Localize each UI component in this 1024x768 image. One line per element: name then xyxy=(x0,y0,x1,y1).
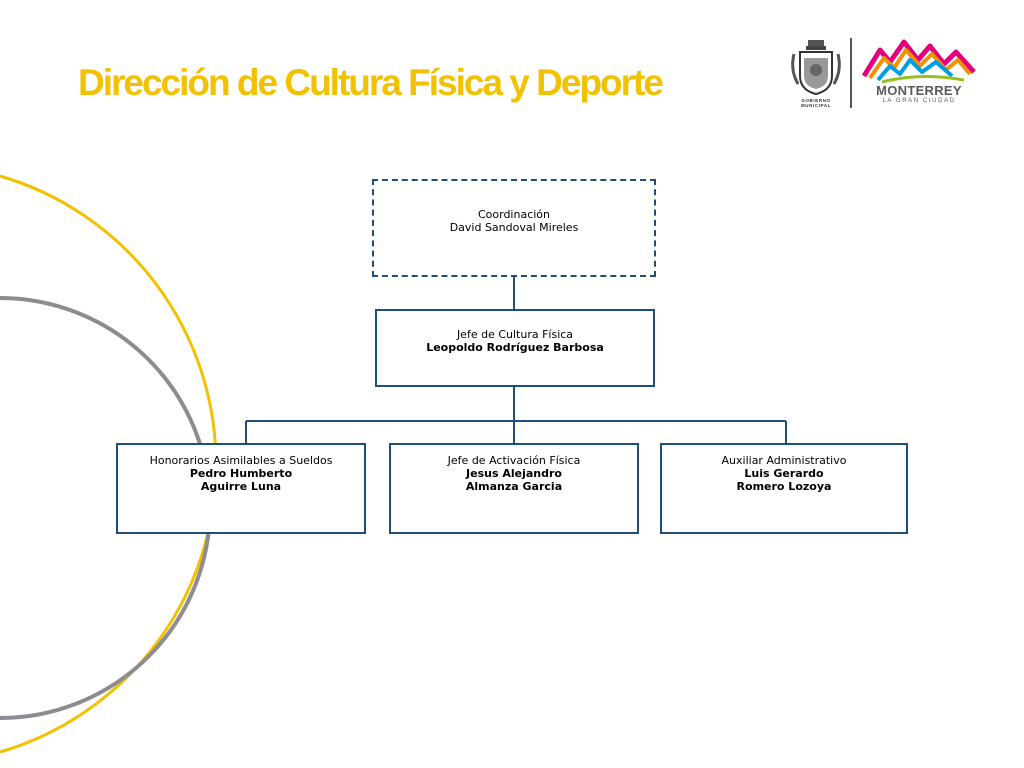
monterrey-brand-icon xyxy=(861,39,976,84)
org-node-head: Jefe de Cultura Física Leopoldo Rodrígue… xyxy=(375,309,655,387)
org-node-honorarios: Honorarios Asimilables a Sueldos Pedro H… xyxy=(116,443,366,534)
brand-tagline: LA GRAN CIUDAD xyxy=(882,98,956,104)
org-node-role: Coordinación xyxy=(477,208,551,221)
municipal-seal-icon xyxy=(791,40,841,96)
org-node-person: David Sandoval Mireles xyxy=(449,221,579,234)
page-title: Dirección de Cultura Física y Deporte xyxy=(78,62,664,103)
org-node-role: Auxiliar Administrativo xyxy=(721,454,847,467)
org-node-person: Pedro Humberto Aguirre Luna xyxy=(189,467,293,493)
brand-name: MONTERREY xyxy=(876,83,962,98)
org-node-person: Jesus Alejandro Almanza Garcia xyxy=(465,467,563,493)
org-node-auxiliar: Auxiliar Administrativo Luis Gerardo Rom… xyxy=(660,443,908,534)
logo-area: GOBIERNO MUNICIPAL MONTERREY LA GRAN CIU… xyxy=(786,36,986,110)
org-node-person: Luis Gerardo Romero Lozoya xyxy=(736,467,832,493)
org-node-person: Leopoldo Rodríguez Barbosa xyxy=(426,341,604,354)
seal-caption: GOBIERNO MUNICIPAL xyxy=(800,98,832,108)
org-node-coordination: Coordinación David Sandoval Mireles xyxy=(372,179,656,277)
org-node-role: Jefe de Activación Física xyxy=(447,454,581,467)
logo-divider xyxy=(850,38,852,108)
org-node-activacion: Jefe de Activación Física Jesus Alejandr… xyxy=(389,443,639,534)
org-node-role: Honorarios Asimilables a Sueldos xyxy=(149,454,333,467)
org-node-role: Jefe de Cultura Física xyxy=(456,328,574,341)
